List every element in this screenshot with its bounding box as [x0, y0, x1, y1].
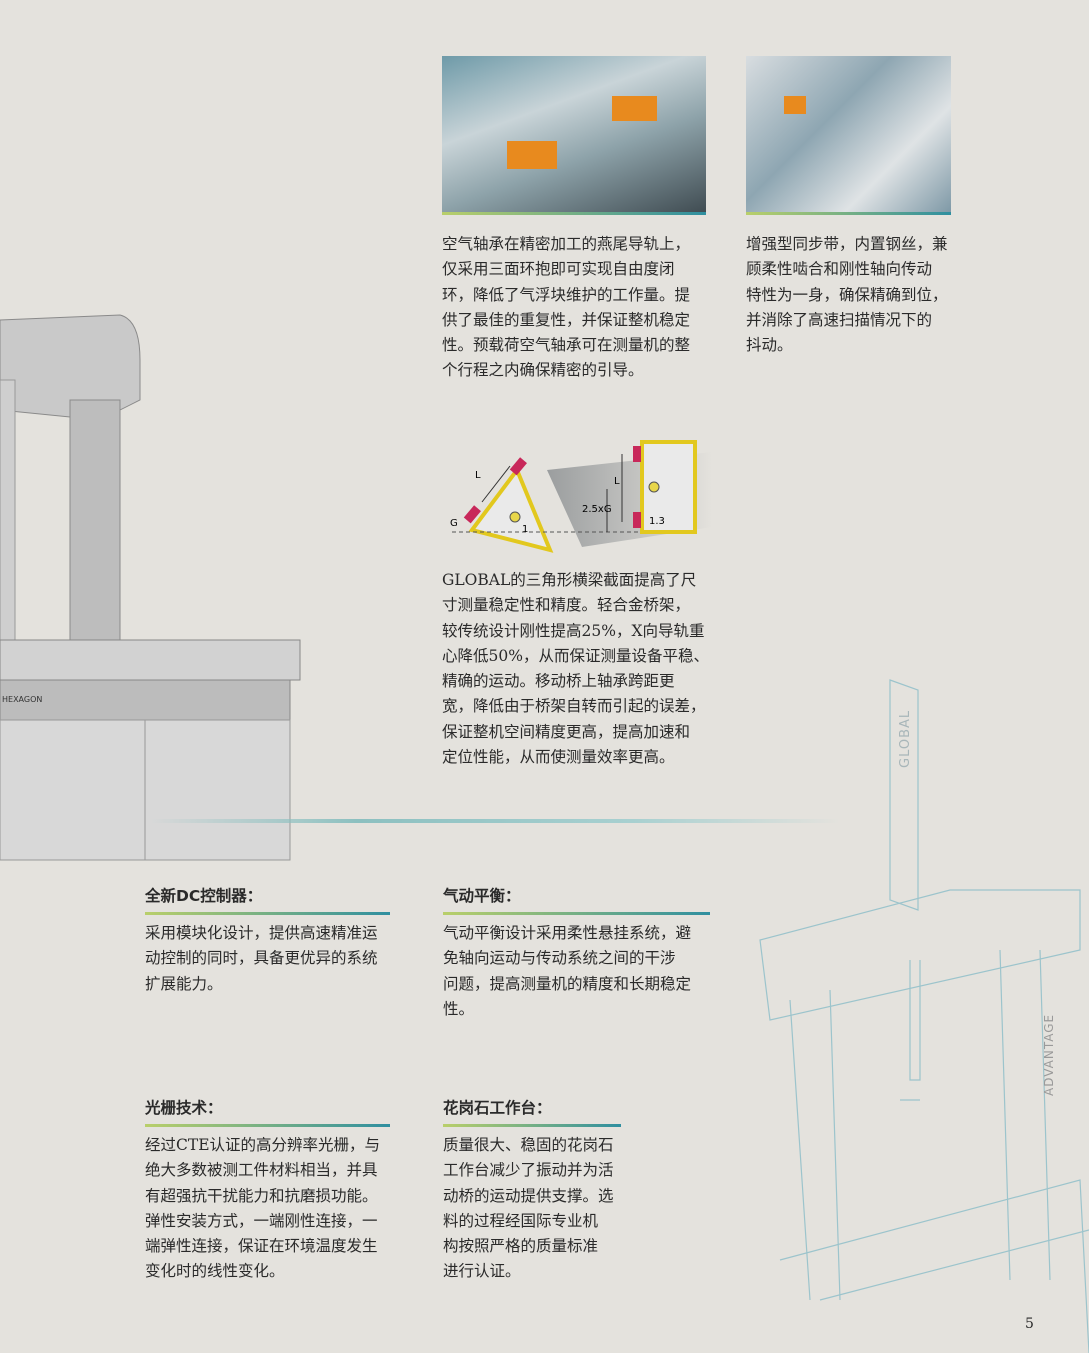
- beam-cross-section-diagram: L G 1 L 2.5xG 1.3: [450, 440, 712, 553]
- feature-rule: [145, 912, 390, 915]
- air-bearing-pad: [507, 141, 557, 169]
- page-number: 5: [1025, 1316, 1034, 1332]
- feature-rule: [443, 912, 710, 915]
- feature-title-pneumatic-balance: 气动平衡：: [443, 887, 521, 905]
- feature-text-pneumatic-balance: 气动平衡设计采用柔性悬挂系统，避免轴向运动与传动系统之间的干涉问题，提高测量机的…: [443, 924, 692, 1018]
- feature-title-granite-table: 花岗石工作台：: [443, 1099, 552, 1117]
- section-divider: [150, 819, 840, 823]
- cmm-machine-illustration: HEXAGON: [0, 314, 301, 861]
- label-g: G: [450, 518, 458, 529]
- feature-title-grating: 光栅技术：: [145, 1099, 223, 1117]
- timing-belt-caption: 增强型同步带，内置钢丝，兼顾柔性啮合和刚性轴向传动特性为一身，确保精确到位，并消…: [746, 235, 948, 355]
- feature-title-dc-controller: 全新DC控制器：: [145, 887, 263, 905]
- label-l2: L: [614, 476, 620, 487]
- label-l1: L: [475, 470, 481, 481]
- feature-text-dc-controller: 采用模块化设计，提供高速精准运动控制的同时，具备更优异的系统扩展能力。: [145, 924, 378, 993]
- feature-rule: [145, 1124, 390, 1127]
- brand-label: HEXAGON: [2, 695, 42, 704]
- label-ratio-1: 1: [522, 524, 528, 535]
- air-bearing-caption: 空气轴承在精密加工的燕尾导轨上，仅采用三面环抱即可实现自由度闭环，降低了气浮块维…: [442, 235, 691, 380]
- timing-belt-photo: [746, 56, 951, 215]
- feature-text-grating: 经过CTE认证的高分辨率光栅，与绝大多数被测工件材料相当，并具有超强抗干扰能力和…: [145, 1136, 381, 1281]
- air-bearing-pad: [612, 96, 657, 121]
- feature-rule: [443, 1124, 621, 1127]
- advantage-vertical-label: ADVANTAGE: [1042, 1013, 1056, 1096]
- label-gap: 2.5xG: [582, 504, 612, 515]
- beam-caption: GLOBAL的三角形横梁截面提高了尺寸测量稳定性和精度。轻合金桥架，较传统设计刚…: [442, 571, 709, 767]
- label-ratio-2: 1.3: [649, 516, 665, 527]
- air-bearing-dovetail-photo: [442, 56, 706, 215]
- global-vertical-label: GLOBAL: [898, 709, 913, 768]
- wireframe-machine-illustration: [759, 679, 1089, 1353]
- feature-text-granite-table: 质量很大、稳固的花岗石工作台减少了振动并为活动桥的运动提供支撑。选料的过程经国际…: [443, 1136, 614, 1281]
